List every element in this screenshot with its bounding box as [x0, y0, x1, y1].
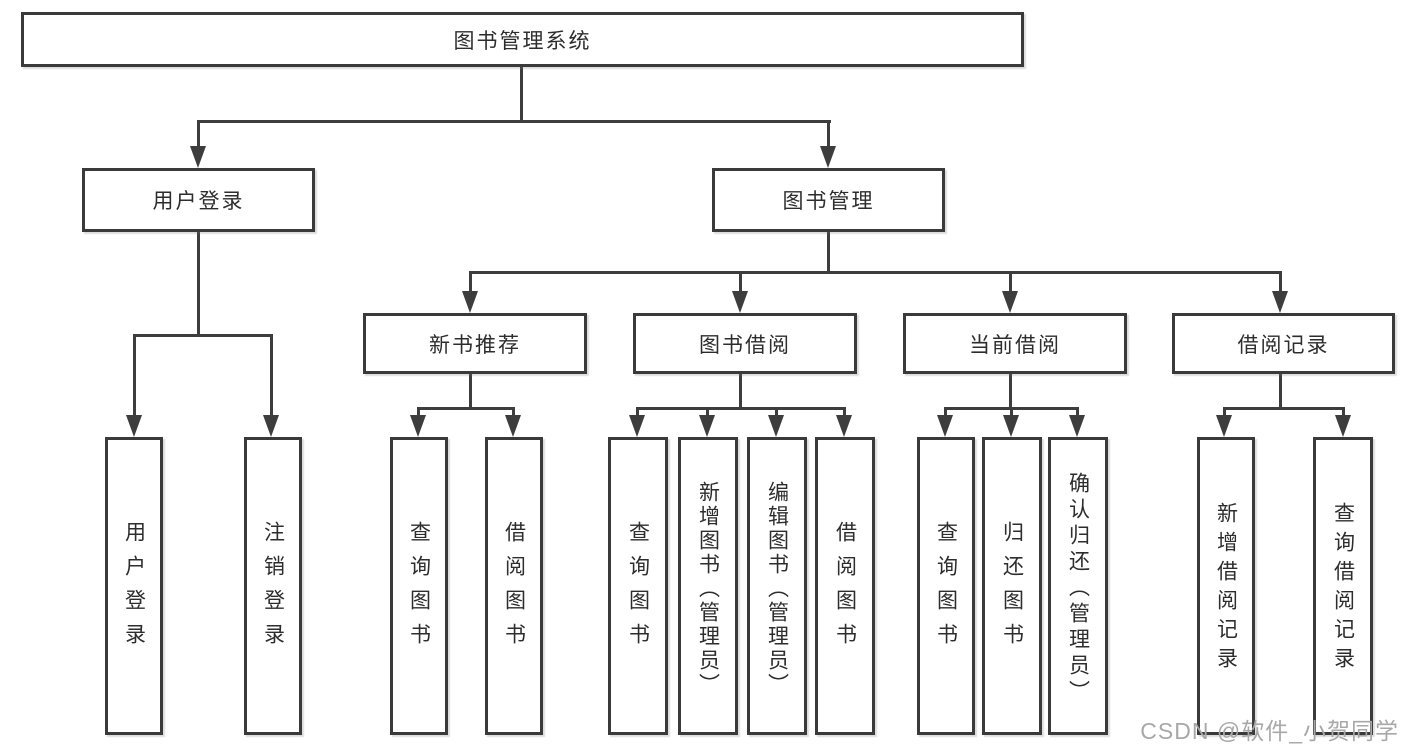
- arrow-down-icon: [263, 415, 279, 437]
- arrow-down-icon: [410, 415, 426, 437]
- leaf-user-logout: 注销登录: [244, 437, 302, 735]
- connector-user-leaf1-stub: [133, 334, 136, 417]
- connector-borrow-stem: [739, 374, 742, 410]
- connector-user-login-stub: [197, 120, 200, 148]
- connector-newbook-branch: [417, 407, 515, 410]
- connector-records-branch: [1223, 407, 1344, 410]
- connector-user-branch: [133, 334, 273, 337]
- connector-borrow-leaf4-stub: [843, 407, 846, 419]
- leaf-newbook-borrow: 借阅图书: [485, 437, 543, 735]
- connector-level2-branch: [197, 120, 831, 123]
- arrow-down-icon: [937, 415, 953, 437]
- connector-borrow-leaf1-stub: [636, 407, 639, 419]
- node-current-borrow: 当前借阅: [903, 313, 1127, 374]
- connector-borrow-leaf3-stub: [775, 407, 778, 419]
- leaf-user-login: 用户登录: [105, 437, 163, 735]
- node-book-borrow: 图书借阅: [633, 313, 857, 374]
- arrow-down-icon: [1216, 415, 1232, 437]
- node-user-login: 用户登录: [82, 168, 315, 232]
- arrow-down-icon: [629, 415, 645, 437]
- connector-borrow-branch: [636, 407, 845, 410]
- arrow-down-icon: [1069, 415, 1085, 437]
- connector-newbook-leaf2-stub: [512, 407, 515, 419]
- node-borrow-records: 借阅记录: [1172, 313, 1395, 374]
- arrow-down-icon: [820, 146, 836, 168]
- node-new-book-recommend: 新书推荐: [363, 313, 587, 374]
- arrow-down-icon: [699, 415, 715, 437]
- arrow-down-icon: [505, 415, 521, 437]
- connector-book-mgmt-stub: [827, 120, 830, 148]
- connector-borrow-leaf2-stub: [706, 407, 709, 419]
- arrow-down-icon: [768, 415, 784, 437]
- connector-user-stem: [197, 232, 200, 337]
- connector-newbook-leaf1-stub: [417, 407, 420, 419]
- leaf-records-query: 查询借阅记录: [1313, 437, 1373, 735]
- csdn-watermark: CSDN @软件_小贺同学: [1140, 718, 1399, 744]
- connector-borrow-stub: [739, 271, 742, 293]
- leaf-borrow-add-admin: 新增图书（管理员）: [678, 437, 738, 735]
- node-root: 图书管理系统: [21, 12, 1024, 67]
- connector-mgmt-stem: [827, 232, 830, 274]
- leaf-borrow-edit-admin: 编辑图书（管理员）: [747, 437, 807, 735]
- connector-newbook-stem: [469, 374, 472, 410]
- arrow-down-icon: [126, 415, 142, 437]
- leaf-current-query: 查询图书: [917, 437, 975, 735]
- arrow-down-icon: [1272, 291, 1288, 313]
- connector-records-stub: [1279, 271, 1282, 293]
- connector-current-leaf2-stub: [1010, 407, 1013, 419]
- connector-newbook-stub: [469, 271, 472, 293]
- leaf-records-add: 新增借阅记录: [1197, 437, 1255, 735]
- arrow-down-icon: [1335, 415, 1351, 437]
- arrow-down-icon: [1003, 415, 1019, 437]
- leaf-borrow-book: 借阅图书: [815, 437, 875, 735]
- node-book-management: 图书管理: [712, 168, 945, 232]
- leaf-newbook-query: 查询图书: [390, 437, 448, 735]
- leaf-borrow-query: 查询图书: [608, 437, 668, 735]
- connector-root-stem: [520, 67, 523, 123]
- leaf-current-confirm-return-admin: 确认归还（管理员）: [1048, 437, 1108, 735]
- connector-records-leaf2-stub: [1342, 407, 1345, 419]
- leaf-current-return: 归还图书: [982, 437, 1042, 735]
- connector-records-stem: [1279, 374, 1282, 410]
- arrow-down-icon: [462, 291, 478, 313]
- connector-current-leaf3-stub: [1076, 407, 1079, 419]
- arrow-down-icon: [732, 291, 748, 313]
- connector-records-leaf1-stub: [1223, 407, 1226, 419]
- connector-level3-branch: [469, 271, 1282, 274]
- arrow-down-icon: [190, 146, 206, 168]
- connector-current-leaf1-stub: [944, 407, 947, 419]
- connector-user-leaf2-stub: [270, 334, 273, 417]
- arrow-down-icon: [836, 415, 852, 437]
- arrow-down-icon: [1002, 291, 1018, 313]
- connector-current-stem: [1009, 374, 1012, 410]
- connector-current-stub: [1009, 271, 1012, 293]
